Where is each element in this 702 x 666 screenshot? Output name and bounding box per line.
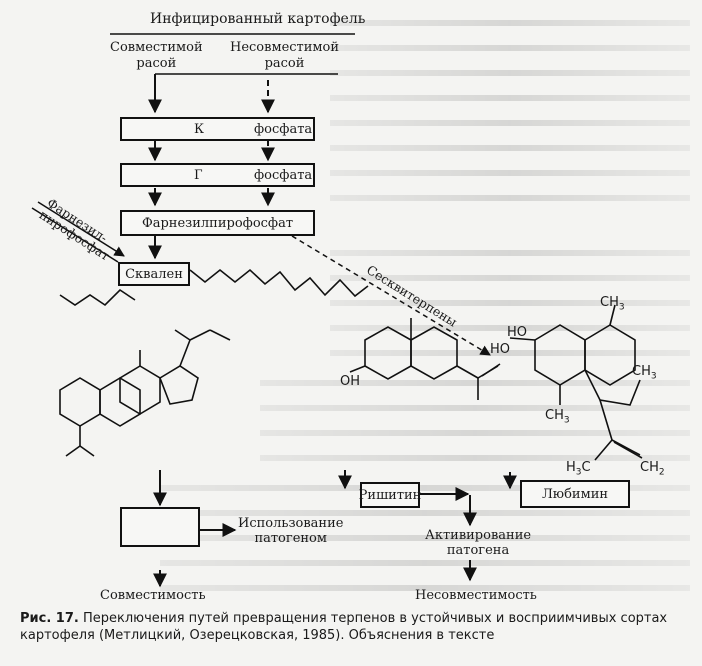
squalene-chain (189, 268, 369, 298)
box-g-phosphate: фосфата (254, 167, 313, 183)
caption-label: Рис. 17. (20, 611, 79, 626)
box-farnesyl-pyrophosphate: Фарнезилпирофосфат (120, 210, 315, 236)
lubimin-label: Любимин (541, 486, 609, 502)
oh-right: HO (507, 325, 528, 340)
ch3-right: CH3 (632, 364, 657, 382)
steroid-structure (59, 329, 231, 457)
arrow-farnesyl (37, 201, 125, 257)
incompatibility-label: Несовместимость (415, 588, 537, 603)
compatible-race-label: Совместимой расой (110, 40, 203, 71)
incompatible-race-label: Несовместимой расой (230, 40, 340, 71)
rishitin-precursor-structure (349, 318, 501, 400)
caption-text: Переключения путей превращения терпенов … (20, 611, 668, 643)
ch3-bottom: CH3 (545, 408, 570, 426)
oh-mid: HO (490, 342, 511, 357)
box-k: К фосфата (120, 117, 315, 141)
box-g-label: Г (194, 167, 203, 183)
box-lubimin: Любимин (520, 480, 630, 508)
arrow-sesquiterpene (291, 235, 491, 356)
box-rishitin: Ришитин (358, 482, 422, 508)
diagram-title: Инфицированный картофель (150, 11, 366, 27)
h3c-group: H3C (566, 460, 591, 478)
use-by-pathogen-label: Использование патогеном (238, 516, 344, 546)
box-empty (120, 507, 200, 547)
box-k-label: К (194, 121, 205, 137)
rishitin-label: Ришитин (358, 487, 422, 503)
box-k-phosphate: фосфата (254, 121, 313, 137)
box-g: Г фосфата (120, 163, 315, 187)
ch2-group: CH2 (640, 460, 665, 478)
box-squalene-label: Сквален (125, 266, 183, 282)
compatibility-label: Совместимость (100, 588, 206, 603)
oh-left: OH (340, 374, 361, 389)
pathogen-activation-label: Активирование патогена (425, 528, 532, 558)
box-farnesyl-label: Фарнезилпирофосфат (141, 215, 294, 231)
box-squalene: Сквален (118, 262, 190, 286)
ch3-top: CH3 (600, 295, 625, 313)
lubimin-precursor-structure (509, 304, 643, 461)
figure-caption: Рис. 17. Переключения путей превращения … (20, 610, 690, 644)
